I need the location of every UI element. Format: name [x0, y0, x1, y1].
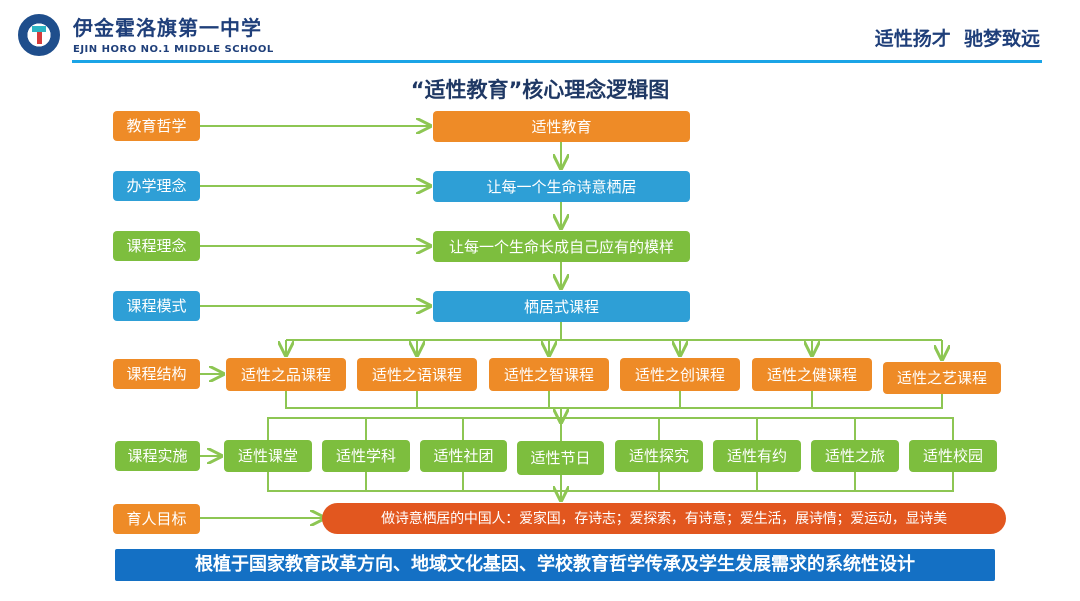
school-name-cn: 伊金霍洛旗第一中学	[73, 16, 262, 40]
level-label-course-mode: 课程模式	[113, 291, 200, 321]
implementation-box: 适性探究	[615, 440, 703, 472]
school-name-en: EJIN HORO NO.1 MIDDLE SCHOOL	[73, 44, 274, 55]
course-box: 适性之智课程	[489, 358, 609, 391]
level-label-course-structure: 课程结构	[113, 359, 200, 389]
goal-box: 做诗意栖居的中国人：爱家国，存诗志；爱探索，有诗意；爱生活，展诗情；爱运动，显诗…	[322, 503, 1006, 534]
level-label-philosophy: 教育哲学	[113, 111, 200, 141]
implementation-box: 适性学科	[322, 440, 410, 472]
header-divider	[72, 60, 1042, 63]
level-label-school-idea: 办学理念	[113, 171, 200, 201]
implementation-box: 适性有约	[713, 440, 801, 472]
main-box-grow-self: 让每一个生命长成自己应有的模样	[433, 231, 690, 262]
course-box: 适性之语课程	[357, 358, 477, 391]
course-box: 适性之艺课程	[883, 362, 1001, 394]
implementation-box: 适性节日	[517, 441, 604, 475]
level-label-implementation: 课程实施	[115, 441, 200, 471]
slogan: 适性扬才 驰梦致远	[874, 28, 1040, 50]
main-box-poetic-dwelling: 让每一个生命诗意栖居	[433, 171, 690, 202]
implementation-box: 适性社团	[420, 440, 507, 472]
course-box: 适性之创课程	[620, 358, 740, 391]
course-box: 适性之健课程	[752, 358, 872, 391]
diagram-title: “适性教育”核心理念逻辑图	[410, 78, 670, 102]
main-box-adaptive-education: 适性教育	[433, 111, 690, 142]
school-logo	[18, 14, 60, 56]
course-box: 适性之品课程	[226, 358, 346, 391]
main-box-dwelling-course: 栖居式课程	[433, 291, 690, 322]
level-label-goal: 育人目标	[113, 504, 200, 534]
footer-banner: 根植于国家教育改革方向、地域文化基因、学校教育哲学传承及学生发展需求的系统性设计	[115, 549, 995, 581]
implementation-box: 适性课堂	[224, 440, 312, 472]
implementation-box: 适性校园	[909, 440, 997, 472]
implementation-box: 适性之旅	[811, 440, 899, 472]
level-label-course-idea: 课程理念	[113, 231, 200, 261]
